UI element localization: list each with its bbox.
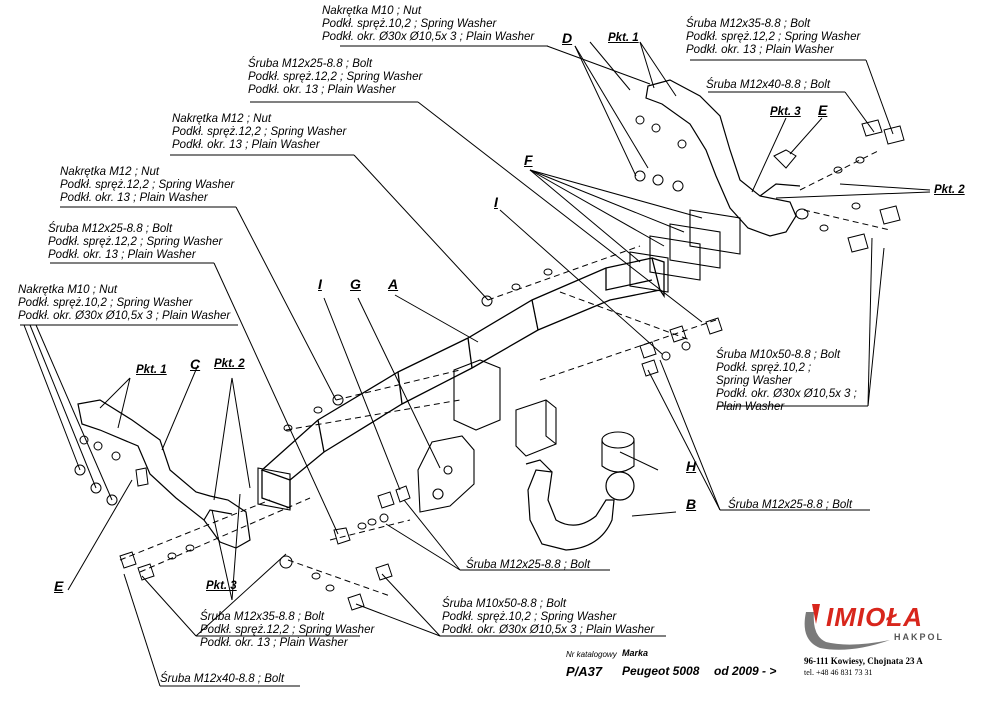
brand-logo-subtitle: HAKPOL xyxy=(894,632,944,642)
label-bottom-bolt-m10x50: Śruba M10x50-8.8 ; Bolt Podkł. spręż.10,… xyxy=(442,598,655,636)
label-mid-bolt-m12x25: Śruba M12x25-8.8 ; Bolt xyxy=(466,559,591,571)
pkt-1-left: Pkt. 1 xyxy=(136,364,167,376)
pkt-1-top: Pkt. 1 xyxy=(608,32,639,44)
part-letter-f: F xyxy=(524,152,533,168)
right-bracket-d xyxy=(645,79,801,237)
company-phone: tel. +48 46 831 73 31 xyxy=(804,668,873,677)
part-letter-c: C xyxy=(190,356,201,372)
label-right-bolt-m12x40: Śruba M12x40-8.8 ; Bolt xyxy=(706,79,831,91)
assembly-lines xyxy=(119,149,891,597)
pkt-2-left: Pkt. 2 xyxy=(214,358,245,370)
leader-lines xyxy=(20,41,931,687)
label-bottom-bolt-m12x35: Śruba M12x35-8.8 ; Bolt Podkł. spręż.12,… xyxy=(200,611,375,649)
part-letter-e-top: E xyxy=(818,102,828,118)
label-left-bolt-m12x25: Śruba M12x25-8.8 ; Bolt Podkł. spręż.12,… xyxy=(48,223,223,261)
label-nut-m12-a: Nakrętka M12 ; Nut Podkł. spręż.12,2 ; S… xyxy=(172,113,347,151)
part-letter-e-bottom: E xyxy=(54,578,64,594)
label-nut-m12-b: Nakrętka M12 ; Nut Podkł. spręż.12,2 ; S… xyxy=(60,166,235,204)
company-address: 96-111 Kowiesy, Chojnata 23 A xyxy=(804,656,923,666)
logo-swoosh-icon xyxy=(804,604,890,650)
pkt-3-bottom: Pkt. 3 xyxy=(206,580,237,592)
part-letter-b: B xyxy=(686,496,697,512)
label-right-bolt-m10x50: Śruba M10x50-8.8 ; Bolt Podkł. spręż.10,… xyxy=(716,349,857,413)
brand-caption: Marka xyxy=(622,648,649,658)
ball-hook-b xyxy=(525,459,635,551)
part-letter-g: G xyxy=(350,276,361,292)
label-right-bolt-m12x25: Śruba M12x25-8.8 ; Bolt xyxy=(728,499,853,511)
part-letter-h: H xyxy=(686,458,697,474)
catalog-number-caption: Nr katalogowy xyxy=(566,650,617,659)
part-letter-d: D xyxy=(562,30,573,46)
crossbar xyxy=(260,257,665,509)
vehicle-model: Peugeot 5008 xyxy=(622,664,700,678)
label-top-nut-m10: Nakrętka M10 ; Nut Podkł. spręż.10,2 ; S… xyxy=(322,5,535,43)
mounting-plate-g xyxy=(417,359,501,513)
label-right-bolt-m12x35: Śruba M12x35-8.8 ; Bolt Podkł. spręż.12,… xyxy=(686,18,861,56)
pkt-2-right: Pkt. 2 xyxy=(934,184,965,196)
part-letter-i-top: I xyxy=(494,194,498,210)
part-letter-i-left: I xyxy=(318,276,322,292)
label-left-nut-m10: Nakrętka M10 ; Nut Podkł. spręż.10,2 ; S… xyxy=(18,284,231,322)
label-top-bolt-m12x25: Śruba M12x25-8.8 ; Bolt Podkł. spręż.12,… xyxy=(248,58,423,96)
spacer-plates-f xyxy=(257,209,741,511)
model-year: od 2009 - > xyxy=(714,664,777,678)
part-letter-a: A xyxy=(388,276,399,292)
label-bottom-bolt-m12x40: Śruba M12x40-8.8 ; Bolt xyxy=(160,673,285,685)
brand-logo: IMIOŁA xyxy=(826,602,923,632)
catalog-number: P/A37 xyxy=(566,664,603,679)
fasteners xyxy=(74,115,905,611)
left-bracket-c xyxy=(77,399,251,549)
pkt-3-top: Pkt. 3 xyxy=(770,106,801,118)
